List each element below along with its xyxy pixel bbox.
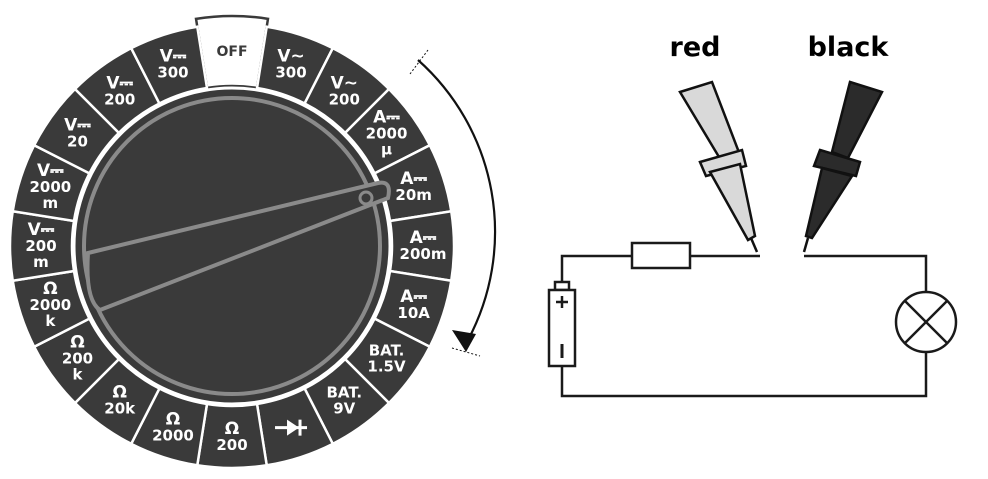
dial-position-label: V~200 bbox=[329, 73, 360, 108]
rotation-arrow bbox=[409, 49, 497, 357]
dial-position-label: A⎓10A bbox=[397, 287, 430, 322]
battery-icon bbox=[547, 280, 577, 368]
red-probe-label: red bbox=[670, 32, 721, 63]
black-probe-icon[interactable] bbox=[802, 80, 884, 253]
dial-position-label: BAT.1.5V bbox=[367, 341, 406, 375]
dial-position-label: V⎓200 bbox=[104, 73, 135, 108]
dial-position-label: A⎓200m bbox=[400, 228, 447, 263]
arrow-head-icon bbox=[452, 330, 476, 352]
resistor-icon bbox=[630, 241, 692, 270]
dial-position-label: BAT.9V bbox=[327, 384, 363, 418]
dial-position-label: A⎓20m bbox=[395, 169, 432, 204]
dial-pointer bbox=[85, 180, 391, 313]
pointer-dot-icon bbox=[358, 190, 374, 206]
dial-position-19[interactable] bbox=[129, 25, 209, 106]
dial-position-label: OFF bbox=[216, 44, 247, 60]
dial-position-label: V⎓300 bbox=[157, 46, 188, 81]
lamp-icon bbox=[894, 290, 958, 354]
dial-position-label: V~300 bbox=[275, 46, 306, 81]
dial-knob[interactable] bbox=[72, 86, 392, 406]
red-probe-icon[interactable] bbox=[678, 80, 759, 253]
circuit bbox=[547, 241, 958, 398]
black-probe-label: black bbox=[808, 32, 890, 63]
dial-position-label: V⎓20 bbox=[64, 116, 91, 151]
diode-icon bbox=[275, 419, 308, 436]
